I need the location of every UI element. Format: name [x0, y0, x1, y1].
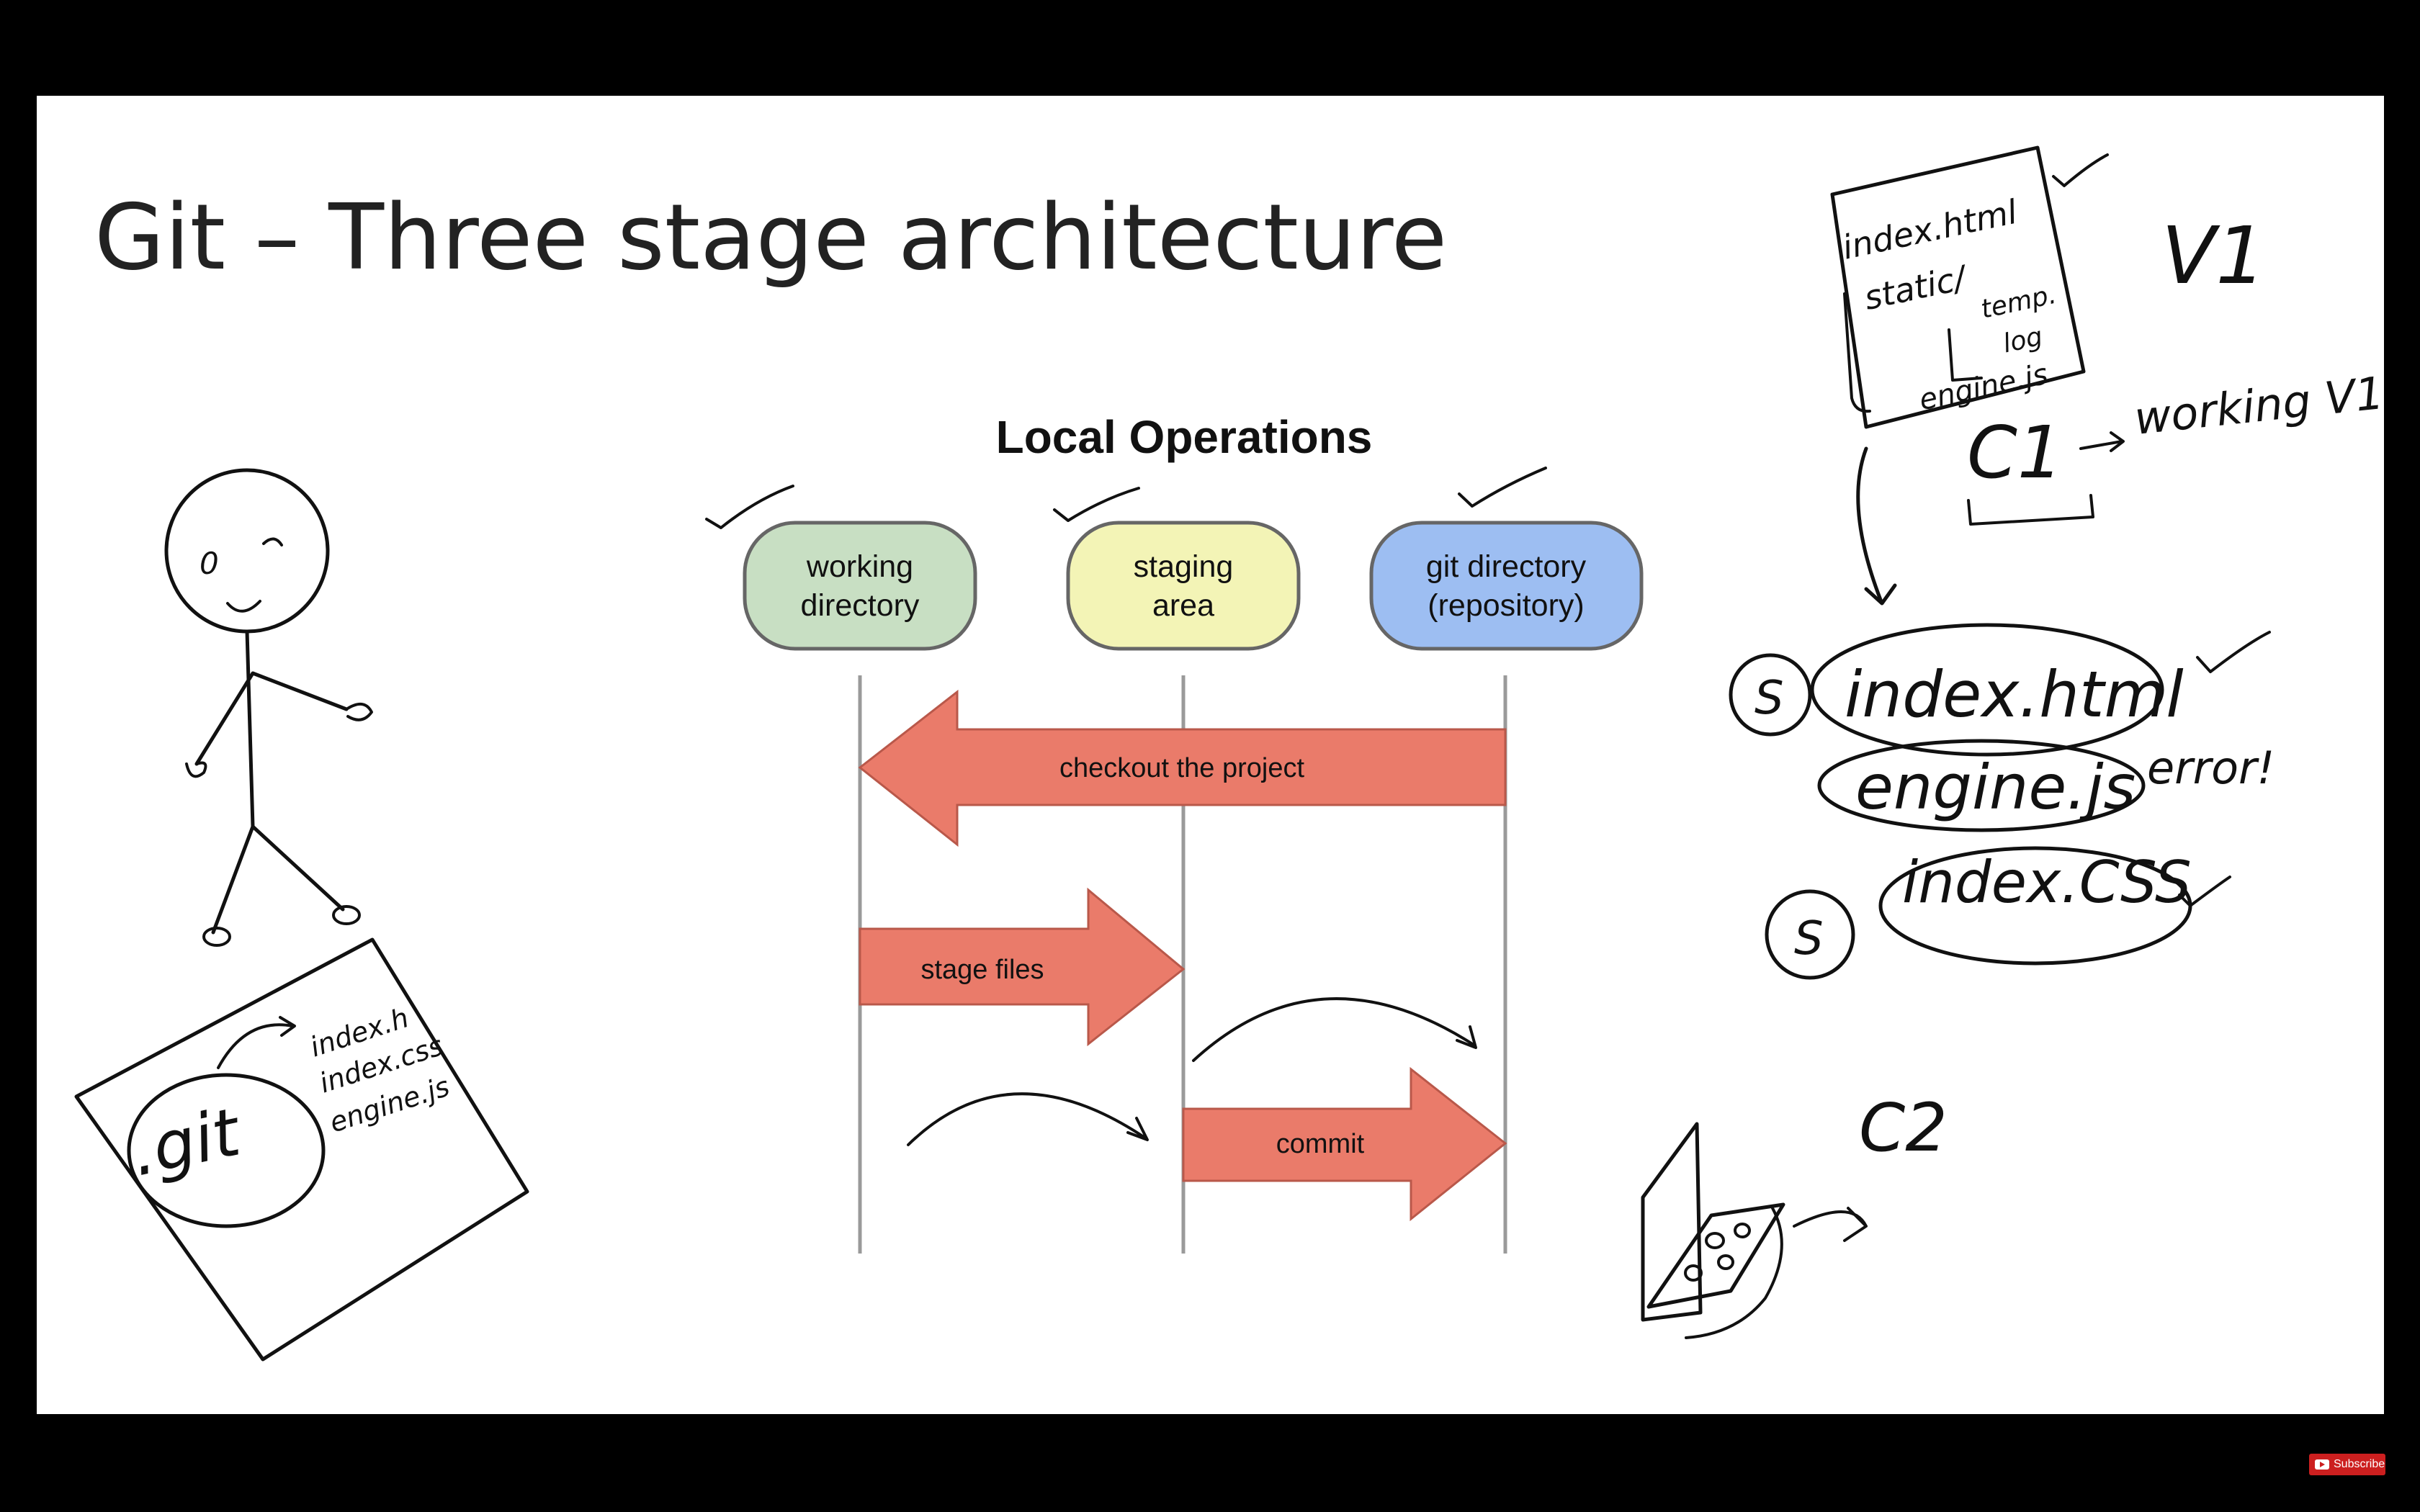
youtube-icon: [2315, 1459, 2329, 1470]
stage-working-directory-line1: working: [806, 549, 913, 584]
arrow-checkout-label: checkout the project: [1059, 753, 1305, 783]
diagram-title: Local Operations: [996, 411, 1373, 463]
staged-files-sketch: S index.html engine.js error! index.CSS …: [1729, 623, 2275, 980]
v1-file-engine: engine.js: [1917, 358, 2051, 418]
laptop-icon: [1641, 1122, 1868, 1339]
stage-staging-area-line2: area: [1152, 588, 1214, 623]
staged-marker-2: S: [1794, 912, 1824, 966]
stage-git-directory-line2: (repository): [1428, 588, 1584, 623]
slide-title: Git – Three stage architecture: [94, 184, 1447, 290]
commit-c1-note: working V1: [2132, 366, 2384, 445]
eye-left-icon: 0: [200, 546, 219, 581]
stage-working-directory-line2: directory: [801, 588, 920, 623]
commit-c2-sketch: C2: [1641, 1089, 1948, 1339]
stage-staging-area: staging area: [1066, 521, 1301, 651]
checkmark-git-icon: [1458, 467, 1547, 508]
v1-file-temp: temp.: [1978, 280, 2059, 325]
v1-file-index: index.html: [1839, 192, 2020, 267]
slide-canvas: Git – Three stage architecture Local Ope…: [74, 145, 2384, 1362]
version-label: V1: [2161, 210, 2266, 302]
slide: Git – Three stage architecture Local Ope…: [37, 96, 2384, 1414]
git-folder-sketch: .git index.h index.css engine.js: [74, 937, 529, 1362]
arrow-commit: commit: [1182, 1066, 1507, 1222]
staged-file-engine-js: engine.js: [1855, 752, 2136, 824]
v1-file-static: static/: [1861, 258, 1972, 318]
staged-file-index-css: index.CSS: [1902, 849, 2192, 916]
stage-git-directory-line1: git directory: [1426, 549, 1587, 584]
checkmark-working-icon: [705, 485, 794, 529]
staged-marker-1: S: [1754, 672, 1784, 725]
checkmark-staging-icon: [1053, 487, 1140, 522]
commit-c2-label: C2: [1859, 1089, 1948, 1166]
curve-arrow-commit-icon: [1192, 997, 1477, 1062]
stage-staging-area-line1: staging: [1134, 549, 1234, 584]
arrow-commit-label: commit: [1276, 1129, 1365, 1159]
curve-arrow-stage-icon: [907, 1092, 1149, 1146]
arrow-stage-files: stage files: [859, 887, 1186, 1047]
arrow-stage-files-label: stage files: [920, 955, 1044, 985]
git-folder-label: .git: [125, 1093, 248, 1191]
stick-figure: 0: [164, 468, 373, 947]
commit-c1-label: C1: [1967, 410, 2063, 495]
v1-file-log: log: [2000, 322, 2045, 359]
arrow-checkout-the-project: checkout the project: [858, 689, 1507, 847]
subscribe-button[interactable]: Subscribe: [2309, 1454, 2385, 1475]
staged-file-index-html: index.html: [1845, 657, 2184, 732]
subscribe-label: Subscribe: [2334, 1458, 2385, 1470]
stage-git-directory: git directory (repository): [1369, 521, 1644, 651]
stage-working-directory: working directory: [743, 521, 977, 651]
error-note: error!: [2147, 742, 2275, 794]
